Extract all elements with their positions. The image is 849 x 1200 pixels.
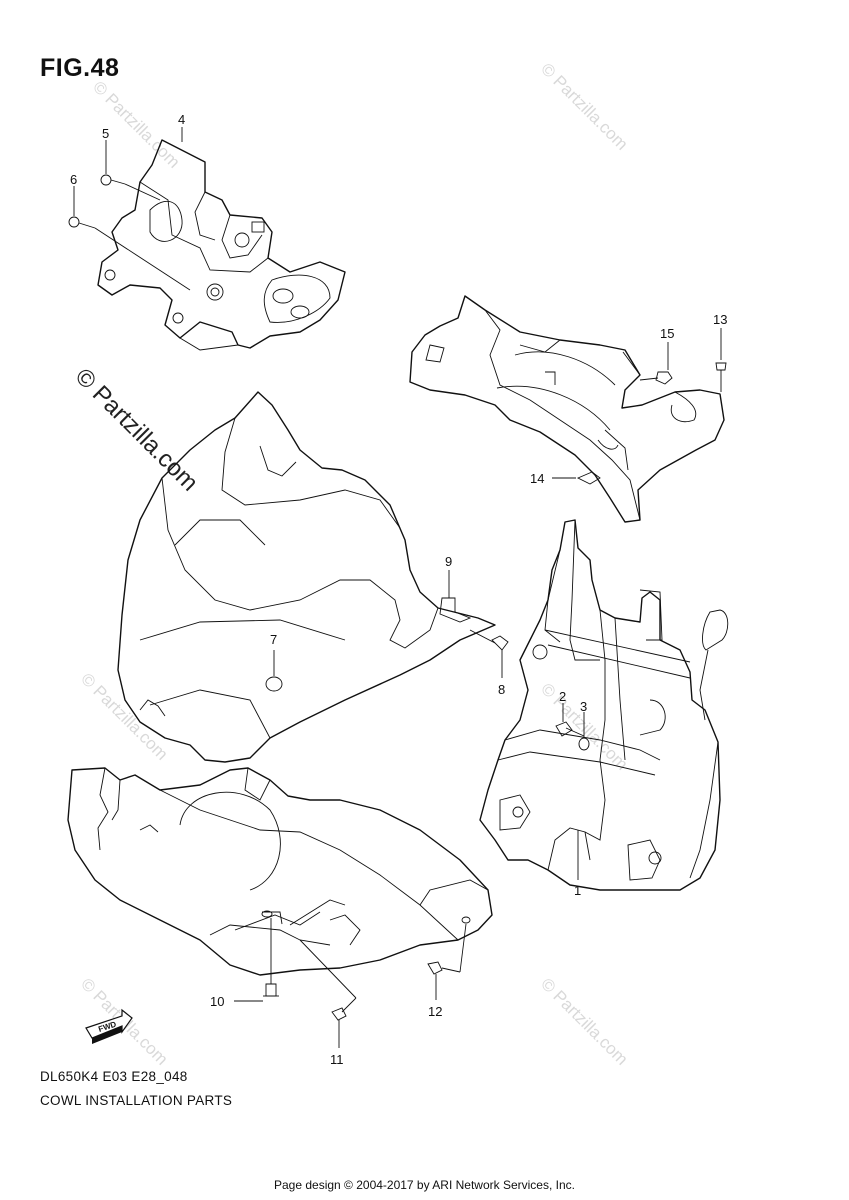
callout-group: 1 2 3 4 5 6 7 8 9 10 11 12 13 14 15 xyxy=(70,112,727,1067)
callout-11: 11 xyxy=(330,1052,344,1067)
part-1-cowl-bracket xyxy=(479,519,729,891)
callout-12: 12 xyxy=(428,1004,442,1019)
watermark-faint-2: © Partzilla.com xyxy=(537,59,631,153)
fwd-arrow-icon: FWD xyxy=(85,1008,133,1044)
page-footer: Page design © 2004-2017 by ARI Network S… xyxy=(273,1178,575,1192)
callout-9: 9 xyxy=(445,554,452,569)
watermark-faint-1: © Partzilla.com xyxy=(89,77,183,171)
part-4-meter-bracket xyxy=(97,127,346,351)
callout-13: 13 xyxy=(713,312,727,327)
callout-4: 4 xyxy=(178,112,185,127)
figure-title: FIG.48 xyxy=(40,54,120,82)
watermark-faint-6: © Partzilla.com xyxy=(537,974,631,1068)
callout-6: 6 xyxy=(70,172,77,187)
callout-3: 3 xyxy=(580,699,587,714)
callout-15: 15 xyxy=(660,326,674,341)
callout-7: 7 xyxy=(270,632,277,647)
part-inner-panel xyxy=(409,295,727,523)
callout-8: 8 xyxy=(498,682,505,697)
watermark-faint-3: © Partzilla.com xyxy=(77,669,171,763)
section-title: COWL INSTALLATION PARTS xyxy=(40,1093,233,1108)
part-under-cowl xyxy=(67,767,493,1048)
callout-5: 5 xyxy=(102,126,109,141)
callout-2: 2 xyxy=(559,689,566,704)
callout-10: 10 xyxy=(210,994,224,1009)
model-code: DL650K4 E03 E28_048 xyxy=(40,1069,188,1084)
part-5-6-bolts xyxy=(68,140,191,291)
watermark-main: © Partzilla.com xyxy=(70,363,203,496)
part-front-cowl xyxy=(117,391,509,763)
callout-14: 14 xyxy=(530,471,544,486)
callout-1: 1 xyxy=(574,883,581,898)
